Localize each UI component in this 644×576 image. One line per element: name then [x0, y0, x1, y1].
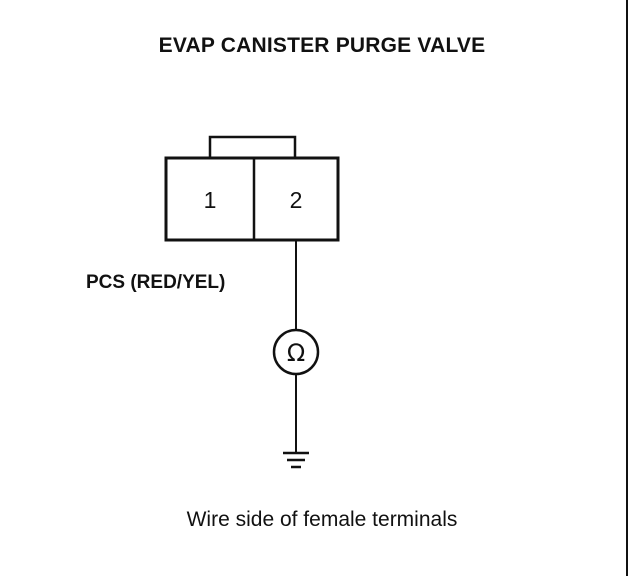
ground-icon: [283, 451, 309, 469]
page-border-line: [626, 0, 628, 576]
ohm-symbol: Ω: [287, 339, 305, 367]
connector-lock-tab: [208, 135, 297, 158]
ohmmeter-icon: Ω: [272, 328, 320, 376]
terminal-1-label: 1: [204, 187, 217, 213]
diagram-title: EVAP CANISTER PURGE VALVE: [158, 34, 486, 57]
connector-housing: [164, 156, 340, 242]
wire-label: PCS (RED/YEL): [86, 272, 226, 293]
terminal-2-label: 2: [290, 187, 303, 213]
diagram-caption: Wire side of female terminals: [186, 508, 458, 531]
